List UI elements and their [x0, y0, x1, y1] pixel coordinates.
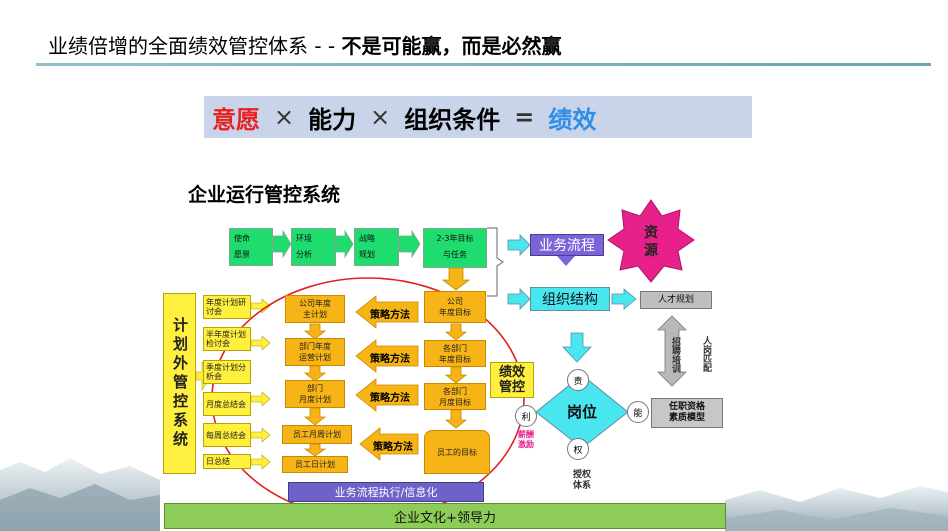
- label-strategy-method-4: 策略方法: [373, 442, 413, 453]
- box-staff-day-plan: 员工日计划: [282, 456, 348, 473]
- page-title: 业绩倍增的全面绩效管控体系 - - 不是可能赢，而是必然赢: [48, 30, 562, 59]
- circle-power: 权: [567, 438, 589, 460]
- box-unplanned-control: 计划外管控系统: [163, 293, 196, 474]
- box-goals: 2-3年目标 与任务: [423, 228, 487, 268]
- label-post: 岗位: [566, 403, 597, 421]
- box-daily-summary: 日总结: [203, 454, 251, 469]
- box-quarter-review: 季度计划分析会: [203, 360, 251, 384]
- formula-term-ability: 能力: [308, 105, 357, 134]
- formula-op2: ×: [370, 103, 391, 131]
- label-strategy-method-1: 策略方法: [370, 310, 410, 321]
- box-qualification: 任职资格 素质模型: [651, 398, 723, 428]
- box-environment: 环境 分析: [291, 228, 336, 266]
- box-annual-review: 年度计划研讨会: [203, 295, 251, 319]
- bar-process-execution: 业务流程执行/信息化: [288, 482, 484, 502]
- title-bold: 不是可能赢，而是必然赢: [341, 34, 562, 58]
- box-monthly-summary: 月度总结会: [203, 392, 251, 416]
- formula-op1: ×: [274, 103, 295, 131]
- title-main: 业绩倍增的全面绩效管控体系 - -: [48, 34, 342, 58]
- formula-term-willingness: 意愿: [212, 105, 260, 134]
- title-divider: [36, 63, 931, 66]
- box-dept-plan: 部门年度 运营计划: [285, 338, 345, 366]
- formula-term-conditions: 组织条件: [404, 105, 501, 134]
- label-strategy-method-2: 策略方法: [370, 354, 410, 365]
- box-dept-month-target: 各部门 月度目标: [424, 383, 486, 410]
- box-mission: 使命 愿景: [229, 228, 273, 266]
- formula-eq: =: [514, 103, 535, 131]
- mountain-decoration-icon: [0, 458, 948, 531]
- circle-duty: 责: [567, 369, 589, 391]
- circle-benefit: 利: [515, 405, 537, 427]
- box-dept-month-plan: 部门 月度计划: [285, 380, 345, 408]
- box-talent-plan: 人才规划: [640, 291, 712, 309]
- circle-ability: 能: [627, 401, 649, 423]
- formula-result: 绩效: [548, 105, 597, 134]
- label-incentive: 薪酬 激励: [518, 430, 534, 449]
- diagram-subtitle: 企业运行管控系统: [188, 184, 341, 206]
- box-strategy: 战略 规划: [354, 228, 399, 266]
- box-performance-control: 绩效 管控: [490, 362, 534, 398]
- label-authorization: 授权 体系: [572, 470, 591, 491]
- bar-culture-leadership: 企业文化+领导力: [164, 503, 726, 529]
- formula-banner: 意愿 × 能力 × 组织条件 = 绩效: [204, 96, 752, 138]
- label-recruit: 招聘培训: [670, 337, 680, 373]
- box-org-structure: 组织结构: [530, 287, 610, 311]
- box-staff-target: 员工的目标: [424, 430, 490, 474]
- label-match: 人岗匹配: [701, 336, 711, 372]
- box-company-target: 公司 年度目标: [424, 291, 486, 323]
- label-resource: 资 源: [644, 225, 658, 259]
- box-halfyear-review: 半年度计划检讨会: [203, 327, 251, 351]
- box-company-plan: 公司年度 主计划: [285, 295, 345, 323]
- box-business-process: 业务流程: [530, 234, 604, 256]
- box-dept-year-target: 各部门 年度目标: [424, 340, 486, 367]
- box-weekly-summary: 每周总结会: [203, 423, 251, 447]
- label-strategy-method-3: 策略方法: [370, 393, 410, 404]
- box-staff-month-plan: 员工月周计划: [282, 425, 352, 444]
